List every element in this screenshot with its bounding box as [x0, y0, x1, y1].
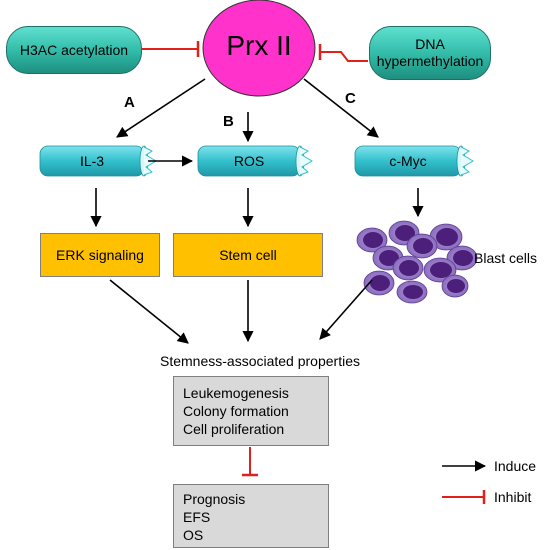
ros-label: ROS	[233, 153, 265, 169]
blast-cells-icon	[356, 220, 478, 304]
arrow-blast-to-stemness	[319, 279, 373, 340]
path-label-b: B	[223, 113, 234, 130]
dna-label-line2: hypermethylation	[376, 53, 484, 69]
erk-signaling-box: ERK signaling	[40, 233, 160, 277]
outcome-os: OS	[183, 527, 204, 543]
arrow-prx2-to-cmyc	[303, 78, 379, 138]
inhibit-arrow-dna	[320, 51, 368, 62]
arrow-prx2-to-il3	[116, 78, 206, 138]
h3ac-acetylation-node: H3AC acetylation	[6, 26, 142, 74]
ros-burst-icon	[299, 146, 313, 176]
erk-signaling-label: ERK signaling	[56, 247, 144, 263]
path-label-a: A	[124, 94, 135, 111]
outcome-prognosis: Prognosis	[183, 491, 246, 507]
property-leukemogenesis: Leukemogenesis	[183, 385, 289, 401]
stemness-properties-box: Leukemogenesis Colony formation Cell pro…	[173, 376, 329, 446]
arrow-erk-to-stemness	[109, 279, 189, 344]
outcomes-box: Prognosis EFS OS	[173, 484, 329, 548]
dna-label-line1: DNA	[415, 36, 445, 52]
cmyc-label: c-Myc	[389, 153, 427, 169]
blast-cells-label: Blast cells	[474, 250, 538, 266]
path-label-c: C	[345, 90, 356, 107]
outcome-efs: EFS	[183, 509, 211, 525]
prx2-label: Prx II	[226, 30, 292, 61]
stem-cell-label: Stem cell	[219, 247, 277, 263]
stemness-heading: Stemness-associated properties	[160, 353, 360, 369]
dna-hypermethylation-node: DNA hypermethylation	[369, 26, 491, 80]
h3ac-acetylation-label: H3AC acetylation	[19, 41, 129, 58]
cmyc-burst-icon	[460, 146, 474, 176]
stem-cell-box: Stem cell	[173, 233, 323, 277]
property-cell-proliferation: Cell proliferation	[183, 421, 285, 437]
property-colony-formation: Colony formation	[183, 403, 289, 419]
prx2-node	[202, 0, 316, 97]
legend-inhibit-label: Inhibit	[494, 489, 532, 505]
legend-induce-label: Induce	[494, 458, 537, 474]
il3-label: IL-3	[79, 153, 105, 169]
